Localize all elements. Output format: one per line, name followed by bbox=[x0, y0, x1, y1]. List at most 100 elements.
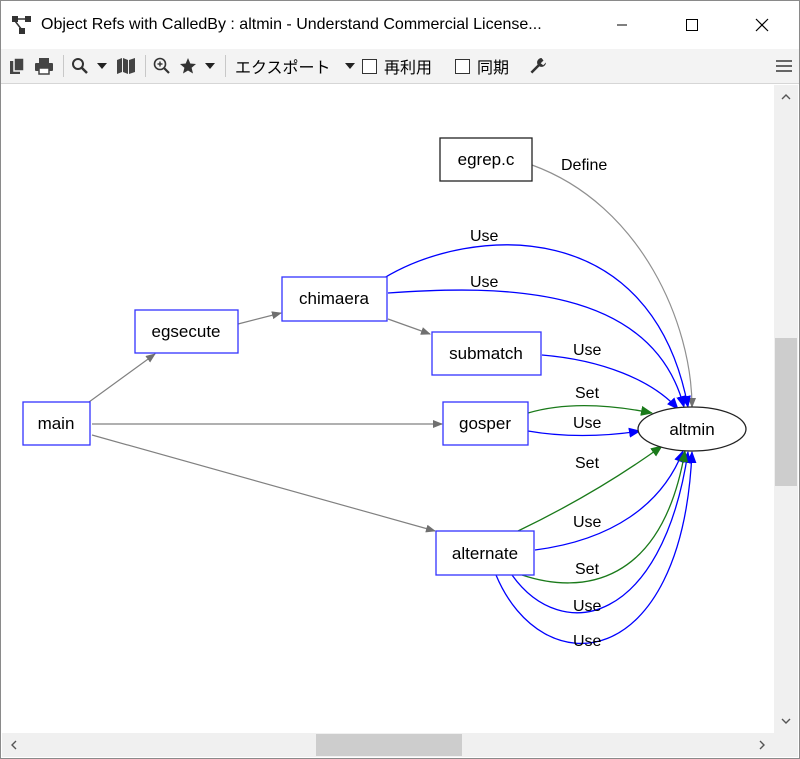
edge-label-use: Use bbox=[470, 274, 499, 291]
node-chimaera[interactable]: chimaera bbox=[281, 276, 388, 322]
maximize-button[interactable] bbox=[669, 1, 715, 49]
dropdown-arrow-icon bbox=[345, 63, 355, 69]
edge-chimaera-use-altmin-2 bbox=[387, 289, 687, 408]
node-egrep-c[interactable]: egrep.c bbox=[439, 137, 533, 182]
edge-label-use: Use bbox=[573, 342, 602, 359]
node-label: altmin bbox=[669, 420, 714, 439]
menu-button[interactable] bbox=[773, 54, 795, 78]
dropdown-arrow-icon bbox=[205, 63, 215, 69]
copy-icon bbox=[10, 57, 25, 74]
edge-gosper-use-altmin bbox=[527, 427, 641, 438]
zoom-in-icon bbox=[153, 57, 170, 74]
toolbar-separator bbox=[63, 55, 64, 77]
scroll-left-button[interactable] bbox=[2, 733, 26, 757]
node-submatch[interactable]: submatch bbox=[431, 331, 542, 376]
toolbar: エクスポート 再利用 同期 bbox=[1, 49, 799, 84]
node-label: chimaera bbox=[299, 289, 369, 308]
scroll-down-button[interactable] bbox=[774, 709, 798, 733]
edge-label-use: Use bbox=[573, 598, 602, 615]
node-main[interactable]: main bbox=[22, 401, 91, 446]
edge-alternate-set-altmin-1 bbox=[517, 445, 663, 532]
zoom-button[interactable] bbox=[69, 54, 91, 78]
hamburger-menu-icon bbox=[776, 60, 792, 72]
edge-alternate-use-altmin-3 bbox=[495, 451, 697, 645]
edge-egsecute-chimaera bbox=[237, 311, 282, 325]
edge-label-use: Use bbox=[470, 228, 499, 245]
edge-chimaera-use-altmin-1 bbox=[383, 244, 691, 408]
close-button[interactable] bbox=[739, 1, 785, 49]
favorite-dropdown[interactable] bbox=[203, 54, 217, 78]
checkbox-box bbox=[454, 58, 470, 74]
chevron-down-icon bbox=[781, 718, 791, 724]
edge-alternate-use-altmin-2 bbox=[511, 451, 692, 614]
graph-app-icon bbox=[12, 16, 31, 34]
edge-main-alternate bbox=[91, 434, 436, 533]
node-alternate[interactable]: alternate bbox=[435, 530, 535, 576]
minimize-button[interactable] bbox=[599, 1, 645, 49]
edge-label-set: Set bbox=[575, 385, 600, 402]
chevron-left-icon bbox=[11, 740, 17, 750]
map-button[interactable] bbox=[114, 54, 138, 78]
sync-label: 同期 bbox=[477, 60, 510, 77]
edge-main-egsecute bbox=[88, 353, 156, 403]
settings-button[interactable] bbox=[527, 54, 549, 78]
toolbar-separator bbox=[145, 55, 146, 77]
edge-label-set: Set bbox=[575, 455, 600, 472]
chevron-right-icon bbox=[759, 740, 765, 750]
toolbar-separator bbox=[225, 55, 226, 77]
search-icon bbox=[72, 58, 88, 74]
edge-submatch-use-altmin bbox=[541, 354, 679, 410]
zoom-dropdown[interactable] bbox=[95, 54, 109, 78]
horizontal-scroll-thumb[interactable] bbox=[316, 734, 462, 756]
favorite-button[interactable] bbox=[177, 54, 199, 78]
edge-label-use: Use bbox=[573, 633, 602, 650]
reuse-checkbox[interactable] bbox=[360, 54, 378, 78]
export-label: エクスポート bbox=[235, 60, 331, 77]
node-gosper[interactable]: gosper bbox=[442, 401, 529, 446]
edge-chimaera-submatch bbox=[387, 318, 431, 335]
scroll-up-button[interactable] bbox=[774, 85, 798, 109]
minimize-icon bbox=[617, 24, 627, 26]
graph-canvas[interactable]: Define Use Use Use Set Use Set Use Set U… bbox=[2, 85, 774, 733]
star-icon bbox=[180, 58, 196, 74]
copy-button[interactable] bbox=[7, 54, 27, 78]
node-egsecute[interactable]: egsecute bbox=[134, 309, 239, 354]
print-button[interactable] bbox=[33, 54, 55, 78]
zoom-fit-button[interactable] bbox=[151, 54, 173, 78]
node-label: main bbox=[38, 414, 75, 433]
edge-alternate-set-altmin-2 bbox=[521, 450, 689, 584]
dropdown-arrow-icon bbox=[97, 63, 107, 69]
edge-label-use: Use bbox=[573, 514, 602, 531]
title-bar: Object Refs with CalledBy : altmin - Und… bbox=[1, 1, 799, 49]
close-icon bbox=[755, 18, 769, 32]
checkbox-box bbox=[361, 58, 377, 74]
reuse-label: 再利用 bbox=[384, 60, 433, 77]
edge-label-define: Define bbox=[561, 157, 607, 174]
print-icon bbox=[35, 58, 53, 75]
export-menu[interactable]: エクスポート bbox=[235, 54, 331, 78]
graph-svg: Define Use Use Use Set Use Set Use Set U… bbox=[22, 137, 747, 650]
sync-label-wrap: 同期 bbox=[477, 54, 509, 78]
reuse-label-wrap: 再利用 bbox=[384, 54, 432, 78]
map-icon bbox=[117, 58, 135, 74]
node-label: gosper bbox=[459, 414, 511, 433]
node-label: alternate bbox=[452, 544, 518, 563]
vertical-scrollbar[interactable] bbox=[774, 85, 798, 733]
scroll-right-button[interactable] bbox=[750, 733, 774, 757]
node-altmin[interactable]: altmin bbox=[637, 406, 747, 452]
edge-label-use: Use bbox=[573, 415, 602, 432]
edge-alternate-use-altmin-1 bbox=[534, 450, 684, 551]
maximize-icon bbox=[686, 19, 698, 31]
node-label: submatch bbox=[449, 344, 523, 363]
scrollbar-corner bbox=[774, 733, 798, 757]
edge-gosper-set-altmin bbox=[527, 404, 653, 416]
edge-label-set: Set bbox=[575, 561, 600, 578]
chevron-up-icon bbox=[781, 94, 791, 100]
export-dropdown[interactable] bbox=[343, 54, 357, 78]
vertical-scroll-thumb[interactable] bbox=[775, 338, 797, 486]
edge-egrep-define-altmin bbox=[531, 164, 696, 408]
wrench-icon bbox=[530, 58, 546, 74]
sync-checkbox[interactable] bbox=[453, 54, 471, 78]
horizontal-scrollbar[interactable] bbox=[2, 733, 774, 757]
